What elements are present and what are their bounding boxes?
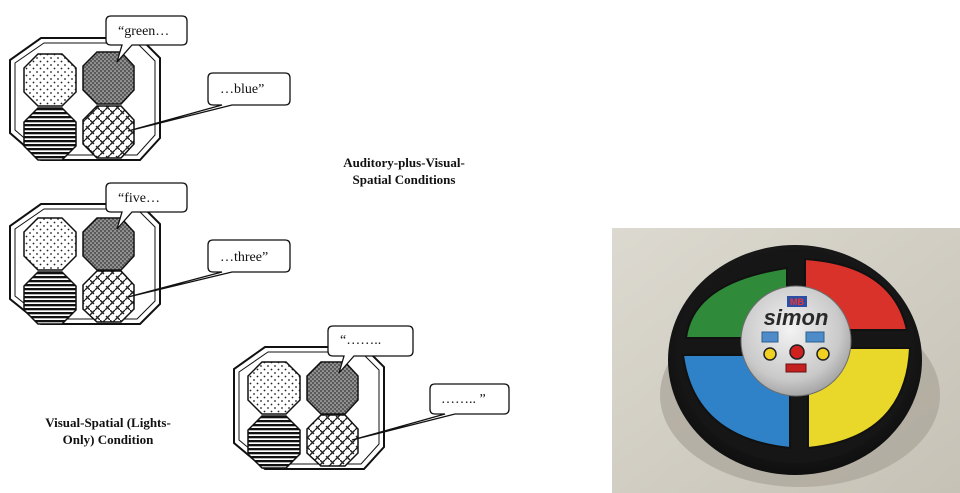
caption-line: Spatial Conditions: [352, 172, 456, 187]
device-outline-inner: [14, 208, 156, 320]
speech-bubble-right: …three”: [127, 239, 291, 298]
skill-level-switch[interactable]: [805, 331, 825, 343]
caption-line: Visual-Spatial (Lights-: [45, 415, 171, 430]
bubble-text-right: …….. ”: [441, 392, 486, 407]
speech-bubble-top: “five…: [105, 182, 188, 230]
simon-panel-2: “five… …three”: [9, 182, 291, 325]
simon-panel-3: “…….. …….. ”: [233, 325, 510, 470]
dotted-light: [23, 53, 77, 107]
bubble-text-top: “five…: [118, 191, 160, 206]
striped-light: [247, 415, 301, 469]
dark-light: [306, 361, 359, 415]
device-name: simon: [764, 305, 829, 330]
last-button[interactable]: [763, 347, 777, 361]
striped-light: [23, 107, 77, 161]
bubble-text-top: “……..: [340, 333, 381, 348]
start-button[interactable]: [789, 344, 805, 360]
weave-light: [82, 270, 135, 323]
power-switch[interactable]: [785, 363, 807, 373]
dotted-light: [247, 361, 301, 415]
caption-line: Auditory-plus-Visual-: [343, 155, 465, 170]
dark-light: [82, 217, 135, 271]
speech-bubble-right: …blue”: [127, 72, 291, 132]
visual-spatial-caption: Visual-Spatial (Lights- Only) Condition: [10, 414, 206, 448]
brand-badge: MB: [790, 297, 804, 307]
longest-button[interactable]: [816, 347, 830, 361]
brand-badge-box: [787, 296, 807, 307]
speech-bubble-top: “green…: [105, 15, 188, 63]
striped-light: [23, 271, 77, 325]
game-select-switch[interactable]: [761, 331, 779, 343]
center-panel: [740, 285, 852, 397]
weave-light: [306, 414, 359, 467]
bubble-text-top: “green…: [118, 24, 169, 39]
auditory-visual-caption: Auditory-plus-Visual- Spatial Conditions: [316, 154, 492, 188]
speech-bubble-right: …….. ”: [351, 383, 510, 441]
weave-light: [82, 105, 135, 159]
device-outline-inner: [14, 42, 156, 156]
dark-light: [82, 51, 135, 105]
simon-photo: MB simon: [612, 228, 960, 493]
caption-line: Only) Condition: [62, 432, 154, 447]
speech-bubble-top: “……..: [327, 325, 414, 374]
simon-panel-1: “green… …blue”: [9, 15, 291, 161]
bubble-text-right: …blue”: [220, 82, 264, 97]
bubble-text-right: …three”: [220, 250, 268, 265]
dotted-light: [23, 217, 77, 271]
device-outline-inner: [238, 351, 380, 465]
